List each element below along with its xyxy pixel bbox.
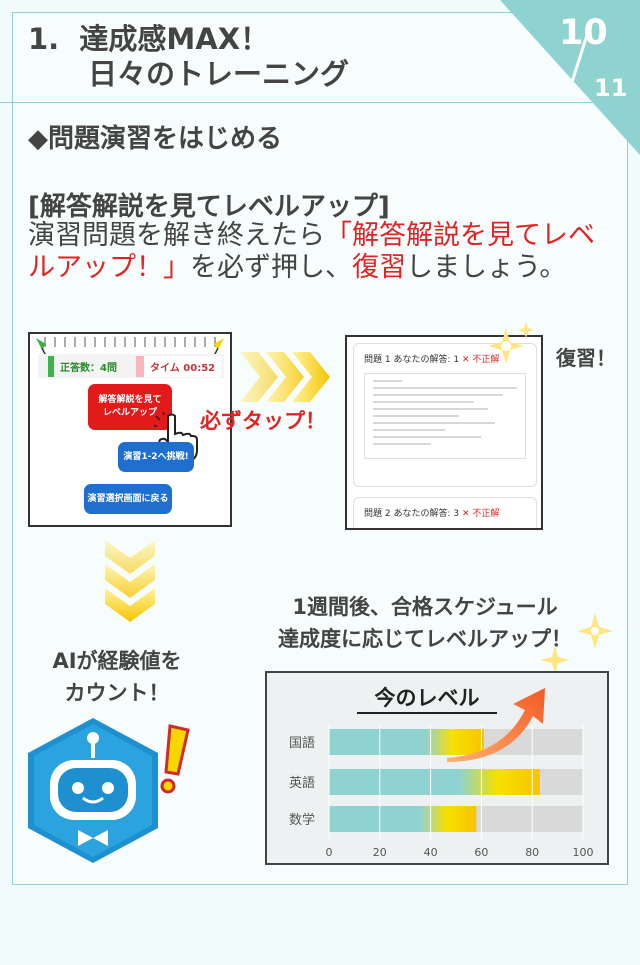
tick-label: 40 <box>424 846 438 859</box>
review-screen: 問題 1 あなたの解答: 1 ✕ 不正解 問題 2 あなたの解答: 3 ✕ 不正… <box>345 335 543 530</box>
sparkle-icon <box>488 322 534 364</box>
tick-label: 80 <box>525 846 539 859</box>
ai-caption: AIが経験値をカウント！ <box>22 645 212 709</box>
ai-caption-line2: カウント！ <box>64 681 170 705</box>
ai-caption-line1: AIが経験値を <box>52 649 182 673</box>
chevron-down-icon <box>105 540 155 622</box>
title-line2: 日々のトレーニング <box>88 57 350 91</box>
tick-label: 20 <box>373 846 387 859</box>
robot-mascot-icon <box>28 718 190 863</box>
title-number: 1. <box>28 22 60 56</box>
question-card: 問題 2 あなたの解答: 3 ✕ 不正解 <box>353 497 537 528</box>
week-caption-line1: 1週間後、合格スケジュール <box>292 595 558 619</box>
review-button-line1: 解答解説を見て <box>98 395 162 405</box>
body-part1: 演習問題を解き終えたら <box>28 220 325 251</box>
body-part3: しましょう。 <box>406 252 567 283</box>
section-title: ◆問題演習をはじめる <box>28 124 282 154</box>
review-button[interactable]: 解答解説を見てレベルアップ <box>88 384 172 430</box>
bar-2 <box>329 806 477 832</box>
time-label: タイム 00:52 <box>136 356 222 377</box>
explanation-text <box>364 373 526 459</box>
body-highlight: 「解答解説を見てレベルアップ！」 <box>28 220 595 283</box>
category-label: 英語 <box>289 775 315 791</box>
retry-button[interactable]: 演習1-2へ挑戦! <box>118 442 194 472</box>
category-label: 国語 <box>289 735 315 751</box>
question-header: 問題 1 あなたの解答: 1 ✕ 不正解 <box>364 355 500 365</box>
page-total: 11 <box>594 74 627 102</box>
week-caption: 1週間後、合格スケジュール達成度に応じてレベルアップ！ <box>225 591 625 655</box>
review-button-line2: レベルアップ <box>102 408 157 418</box>
result-screen: 正答数：4問 タイム 00:52 解答解説を見てレベルアップ 演習1-2へ挑戦!… <box>28 332 232 527</box>
tick-label: 100 <box>573 846 594 859</box>
subheading: [解答解説を見てレベルアップ] <box>28 192 390 222</box>
review-label: 復習！ <box>556 346 616 370</box>
notebook-rings <box>44 337 220 347</box>
q1-label: 問題 1 あなたの解答: 1 <box>364 355 460 365</box>
category-label: 数学 <box>289 812 315 828</box>
title-line1: 達成感MAX！ <box>79 22 270 56</box>
question-header: 問題 2 あなたの解答: 3 ✕ 不正解 <box>364 509 500 519</box>
body-highlight2: 復習 <box>352 252 406 283</box>
question-card: 問題 1 あなたの解答: 1 ✕ 不正解 <box>353 343 537 487</box>
week-caption-line2: 達成度に応じてレベルアップ！ <box>278 627 572 651</box>
stats-bar: 正答数：4問 タイム 00:52 <box>38 354 224 378</box>
chevron-right-icon <box>240 352 330 402</box>
tap-label: 必ずタップ！ <box>200 409 326 433</box>
tick-label: 60 <box>474 846 488 859</box>
growth-arrow-icon <box>447 688 545 762</box>
chart-title: 今のレベル <box>375 686 480 710</box>
correct-count: 正答数：4問 <box>48 356 123 377</box>
tick-label: 0 <box>326 846 333 859</box>
bar-0 <box>329 729 484 755</box>
q1-result: 不正解 <box>472 355 500 365</box>
page-title: 1. 達成感MAX！ 日々のトレーニング <box>28 22 349 92</box>
instruction-text: 演習問題を解き終えたら「解答解説を見てレベルアップ！」を必ず押し、復習しましょう… <box>28 220 608 284</box>
q2-label: 問題 2 あなたの解答: 3 <box>364 509 460 519</box>
level-chart: 今のレベル 国語英語数学 0 20 40 60 80 100 <box>265 671 609 865</box>
header: 1. 達成感MAX！ 日々のトレーニング <box>0 0 640 103</box>
back-button[interactable]: 演習選択画面に戻る <box>84 484 172 514</box>
q2-result: 不正解 <box>472 509 500 519</box>
body-part2: を必ず押し、 <box>190 252 352 283</box>
page-indicator: 10 11 <box>500 0 640 155</box>
bar-1 <box>329 769 540 795</box>
